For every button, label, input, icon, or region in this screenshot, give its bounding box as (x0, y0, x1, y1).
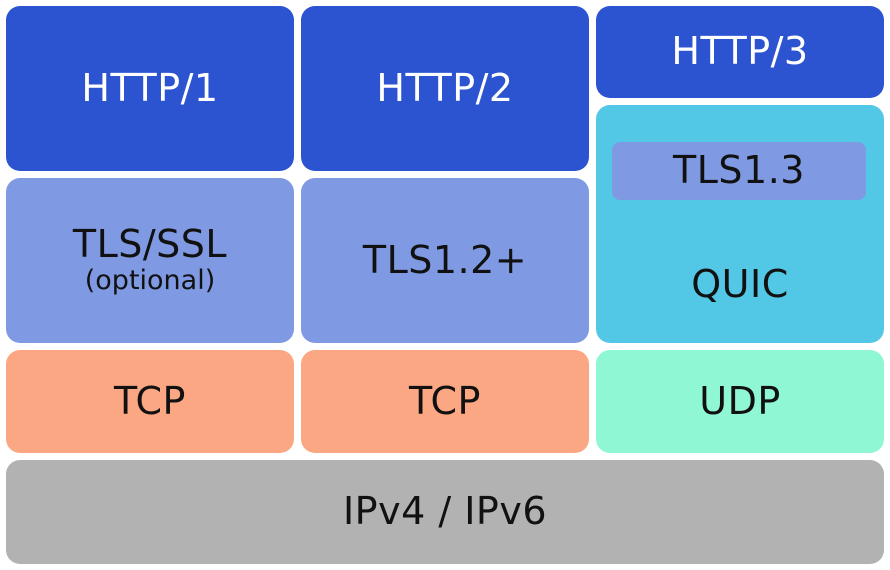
http1-label: HTTP/1 (81, 65, 219, 110)
tcp-label-2: TCP (409, 378, 481, 423)
tcp-block-1: TCP (6, 350, 294, 453)
quic-label: QUIC (691, 262, 789, 306)
http2-block: HTTP/2 (301, 6, 589, 171)
tls13-block: TLS1.3 (612, 142, 866, 200)
http1-block: HTTP/1 (6, 6, 294, 171)
http3-label: HTTP/3 (671, 29, 809, 74)
http2-label: HTTP/2 (376, 65, 514, 110)
tls-ssl-optional-note: (optional) (84, 265, 216, 297)
tls12-block: TLS1.2+ (301, 178, 589, 343)
ip-block: IPv4 / IPv6 (6, 460, 884, 564)
tls-ssl-label: TLS/SSL (72, 222, 228, 267)
tcp-block-2: TCP (301, 350, 589, 453)
tls-ssl-block: TLS/SSL (optional) (6, 178, 294, 343)
tcp-label-1: TCP (114, 378, 186, 423)
http3-block: HTTP/3 (596, 6, 884, 98)
quic-block: TLS1.3 QUIC (596, 105, 884, 343)
tls13-label: TLS1.3 (673, 148, 805, 193)
ip-label: IPv4 / IPv6 (342, 489, 548, 534)
tls12-label: TLS1.2+ (362, 237, 528, 282)
udp-label: UDP (699, 378, 781, 423)
udp-block: UDP (596, 350, 884, 453)
